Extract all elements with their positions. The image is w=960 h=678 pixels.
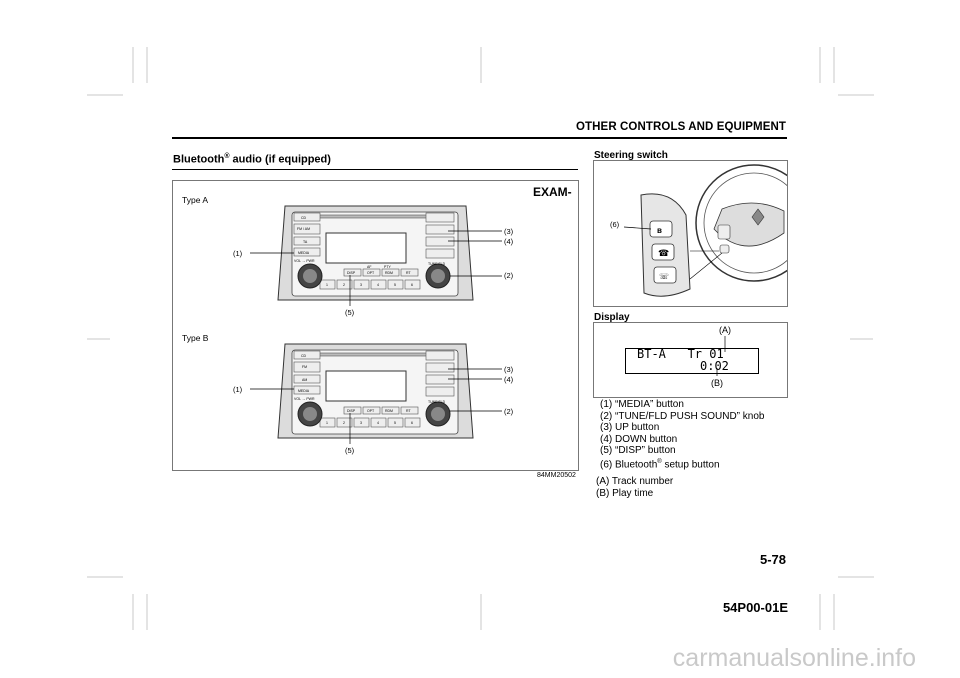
- radio-a-vol-label: VOL → PWR: [294, 259, 315, 263]
- section-title-rule: [172, 169, 578, 170]
- doc-code: 54P00-01E: [722, 600, 788, 615]
- radio-b-media-label: MEDIA: [298, 389, 310, 393]
- radio-a-preset-1: 1: [326, 283, 328, 287]
- radio-b-disp-label: DISP: [347, 409, 356, 413]
- callout-b-4: (4): [504, 375, 514, 384]
- radio-a-af-label: AF: [367, 265, 371, 269]
- phone-hangup-icon: ☏: [659, 272, 669, 281]
- display-line-2: 0:02: [700, 359, 729, 373]
- phone-pickup-icon: ☎: [658, 248, 669, 258]
- legend-item-5: (5) “DISP” button: [600, 445, 676, 457]
- registered-mark: ®: [224, 153, 230, 160]
- title-text: Bluetooth: [173, 153, 225, 166]
- example-tag: EXAM-: [533, 185, 572, 199]
- radio-b-preset-5: 5: [394, 421, 396, 425]
- radio-b-tune-label: TUNE FLD: [428, 400, 446, 404]
- steering-wheel-drawing: ʙ ☎ ☏: [623, 164, 813, 297]
- display-label-a: (A): [719, 325, 731, 335]
- display-line-1: BT-A Tr 01: [637, 347, 724, 361]
- page-number: 5-78: [759, 552, 786, 567]
- radio-a-preset-5: 5: [394, 283, 396, 287]
- radio-type-b-drawing: CD FM AM MEDIA VOL → PWR TUNE FLD DISP O…: [250, 343, 502, 444]
- radio-a-media-label: MEDIA: [298, 251, 310, 255]
- legend-list: (1) “MEDIA” button (2) “TUNE/FLD PUSH SO…: [600, 399, 764, 471]
- callout-a-4: (4): [504, 237, 514, 246]
- legend-item-a: (A) Track number: [596, 476, 674, 487]
- radio-b-preset-2: 2: [343, 421, 345, 425]
- legend-item-6-pre: (6) Bluetooth: [600, 459, 658, 471]
- watermark: carmanualsonline.info: [672, 644, 916, 672]
- radio-a-fmam-label: FM / AM: [297, 227, 310, 231]
- radio-b-preset-1: 1: [326, 421, 328, 425]
- radio-b-am-label: AM: [302, 378, 307, 382]
- steering-switch-title: Steering switch: [594, 150, 668, 161]
- callout-b-3: (3): [504, 365, 514, 374]
- figure-code: 84MM20502: [537, 472, 576, 479]
- running-header: OTHER CONTROLS AND EQUIPMENT: [575, 121, 786, 133]
- display-label-b: (B): [711, 378, 723, 388]
- steering-switch-figure: ʙ ☎ ☏: [593, 160, 813, 307]
- title-rest: audio (if equipped): [229, 153, 331, 166]
- radio-a-opt-label: OPT: [367, 271, 375, 275]
- section-title: Bluetooth® audio (if equipped): [173, 153, 331, 166]
- radio-a-rdm-label: RDM: [385, 271, 393, 275]
- legend-item-6-post: setup button: [661, 459, 720, 471]
- radio-a-pty-label: PTY: [384, 265, 391, 269]
- radio-a-preset-6: 6: [411, 283, 413, 287]
- radio-b-vol-label: VOL → PWR: [294, 397, 315, 401]
- radio-a-rt-label: RT: [406, 271, 411, 275]
- radio-a-preset-2: 2: [343, 283, 345, 287]
- display-screen: [625, 348, 759, 374]
- radio-type-a-drawing: CD FM / AM TA MEDIA VOL → PWR TUNE FLD A…: [250, 205, 502, 306]
- radio-a-preset-4: 4: [377, 283, 379, 287]
- radio-b-cd-label: CD: [301, 354, 307, 358]
- callout-b-5: (5): [345, 446, 355, 455]
- type-a-label: Type A: [182, 195, 208, 205]
- callout-a-1: (1): [233, 249, 243, 258]
- radio-a-cd-label: CD: [301, 216, 307, 220]
- display-title: Display: [594, 312, 630, 323]
- radio-b-preset-3: 3: [360, 421, 362, 425]
- display-leader-lines: [716, 336, 726, 376]
- bluetooth-icon: ʙ: [657, 226, 662, 235]
- radio-b-rt-label: RT: [406, 409, 411, 413]
- radio-b-opt-label: OPT: [367, 409, 375, 413]
- radio-a-tune-label: TUNE FLD: [428, 262, 446, 266]
- callout-a-2: (2): [504, 271, 514, 280]
- type-b-label: Type B: [182, 333, 209, 343]
- legend-item-6-sup: ®: [657, 458, 662, 465]
- legend-item-4: (4) DOWN button: [600, 433, 678, 445]
- callout-b-1: (1): [233, 385, 243, 394]
- callout-b-2: (2): [504, 407, 514, 416]
- legend-ab-list: (A) Track number (B) Play time: [596, 476, 673, 499]
- radio-b-preset-4: 4: [377, 421, 379, 425]
- legend-item-2: (2) “TUNE/FLD PUSH SOUND” knob: [600, 410, 765, 422]
- callout-a-3: (3): [504, 227, 514, 236]
- radio-a-disp-label: DISP: [347, 271, 356, 275]
- legend-item-b: (B) Play time: [596, 487, 654, 499]
- radio-b-fm-label: FM: [302, 365, 307, 369]
- callout-a-5: (5): [345, 308, 355, 317]
- header-rule: [172, 137, 787, 139]
- radio-b-preset-6: 6: [411, 421, 413, 425]
- callout-6: (6): [610, 220, 620, 229]
- legend-item-6: (6) Bluetooth® setup button: [600, 457, 764, 471]
- legend-item-3: (3) UP button: [600, 422, 660, 434]
- radio-a-preset-3: 3: [360, 283, 362, 287]
- radio-b-rdm-label: RDM: [385, 409, 393, 413]
- radio-a-ta-label: TA: [303, 240, 308, 244]
- legend-item-1: (1) “MEDIA” button: [600, 399, 684, 410]
